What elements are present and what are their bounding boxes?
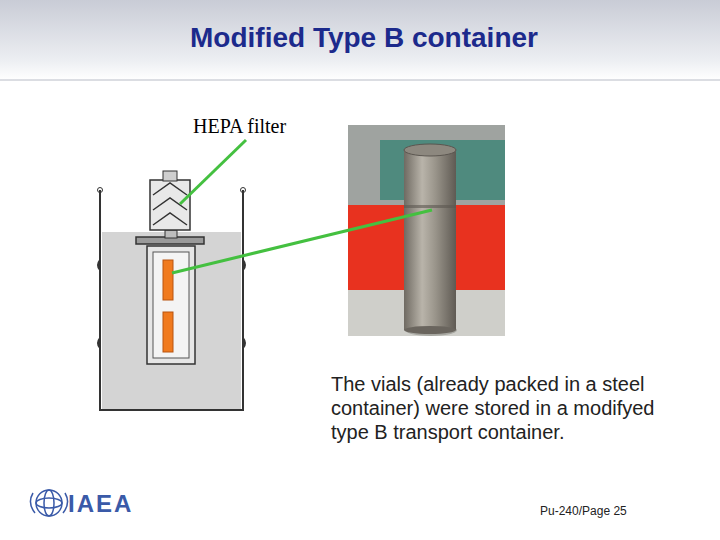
slide-title: Modified Type B container <box>4 22 720 54</box>
leader-line <box>172 210 432 273</box>
photo <box>348 125 505 336</box>
container-drawing <box>98 171 246 410</box>
title-rule <box>0 80 720 81</box>
note-text: The vials (already packed in a steel con… <box>331 372 666 444</box>
page-number: Pu-240/Page 25 <box>540 504 627 518</box>
leader-line <box>180 140 246 204</box>
part-label: HEPA filter <box>193 115 286 138</box>
iaea-emblem <box>30 490 67 516</box>
logo-text: IAEA <box>68 490 133 518</box>
